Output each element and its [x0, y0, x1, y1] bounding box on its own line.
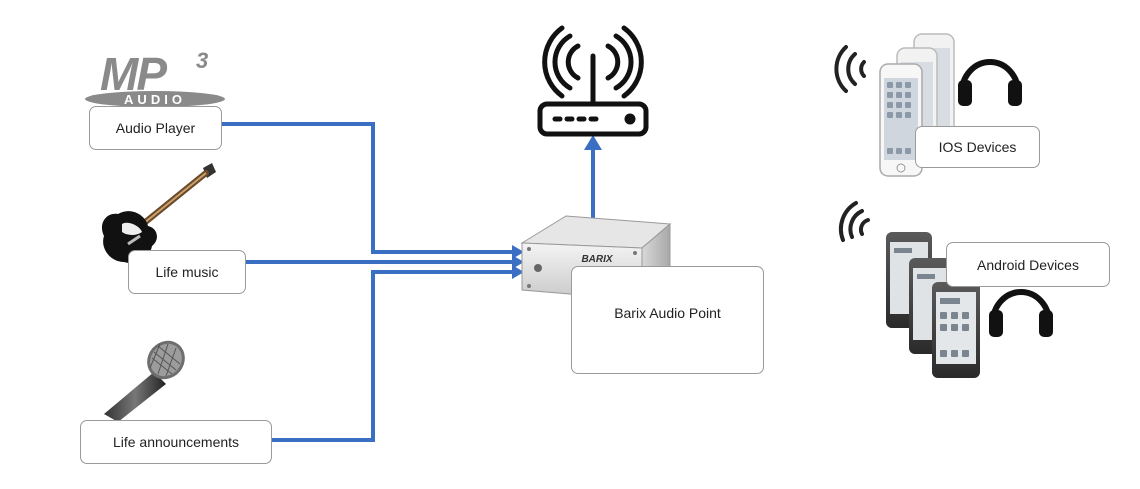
guitar-icon — [101, 163, 216, 264]
connector-life-announcements — [272, 270, 515, 442]
life-music-box: Life music — [128, 250, 246, 294]
android-devices-label: Android Devices — [977, 256, 1079, 273]
life-music-label: Life music — [155, 264, 219, 280]
headphones-icon — [958, 59, 1022, 106]
barix-audio-point-box: Barix Audio Point — [571, 266, 764, 374]
audio-player-box: Audio Player — [89, 106, 222, 150]
mp3-logo-sub: AUDIO — [124, 92, 186, 107]
arrowheads-hub — [512, 245, 524, 279]
ios-devices-label: IOS Devices — [938, 139, 1017, 155]
connector-lines — [222, 122, 595, 442]
connector-audio-player — [222, 122, 515, 254]
mp3-logo-icon: MP 3 AUDIO — [85, 48, 225, 107]
android-devices-box: Android Devices — [946, 242, 1110, 287]
audio-player-label: Audio Player — [115, 120, 196, 136]
wifi-router-icon — [537, 25, 649, 137]
barix-device-brand: BARIX — [581, 254, 613, 265]
ios-devices-box: IOS Devices — [915, 126, 1040, 168]
mp3-logo-sup: 3 — [196, 48, 208, 73]
wifi-signal-icon — [834, 45, 866, 93]
microphone-icon — [104, 340, 185, 422]
headphones-icon — [989, 289, 1053, 337]
barix-audio-point-label: Barix Audio Point — [614, 305, 721, 321]
wifi-signal-icon — [838, 201, 870, 242]
life-announcements-label: Life announcements — [112, 434, 240, 450]
iphone-stack-icon — [879, 33, 955, 177]
android-phone-stack-icon — [886, 232, 980, 378]
life-announcements-box: Life announcements — [80, 420, 272, 464]
arrowhead-router — [584, 135, 602, 150]
